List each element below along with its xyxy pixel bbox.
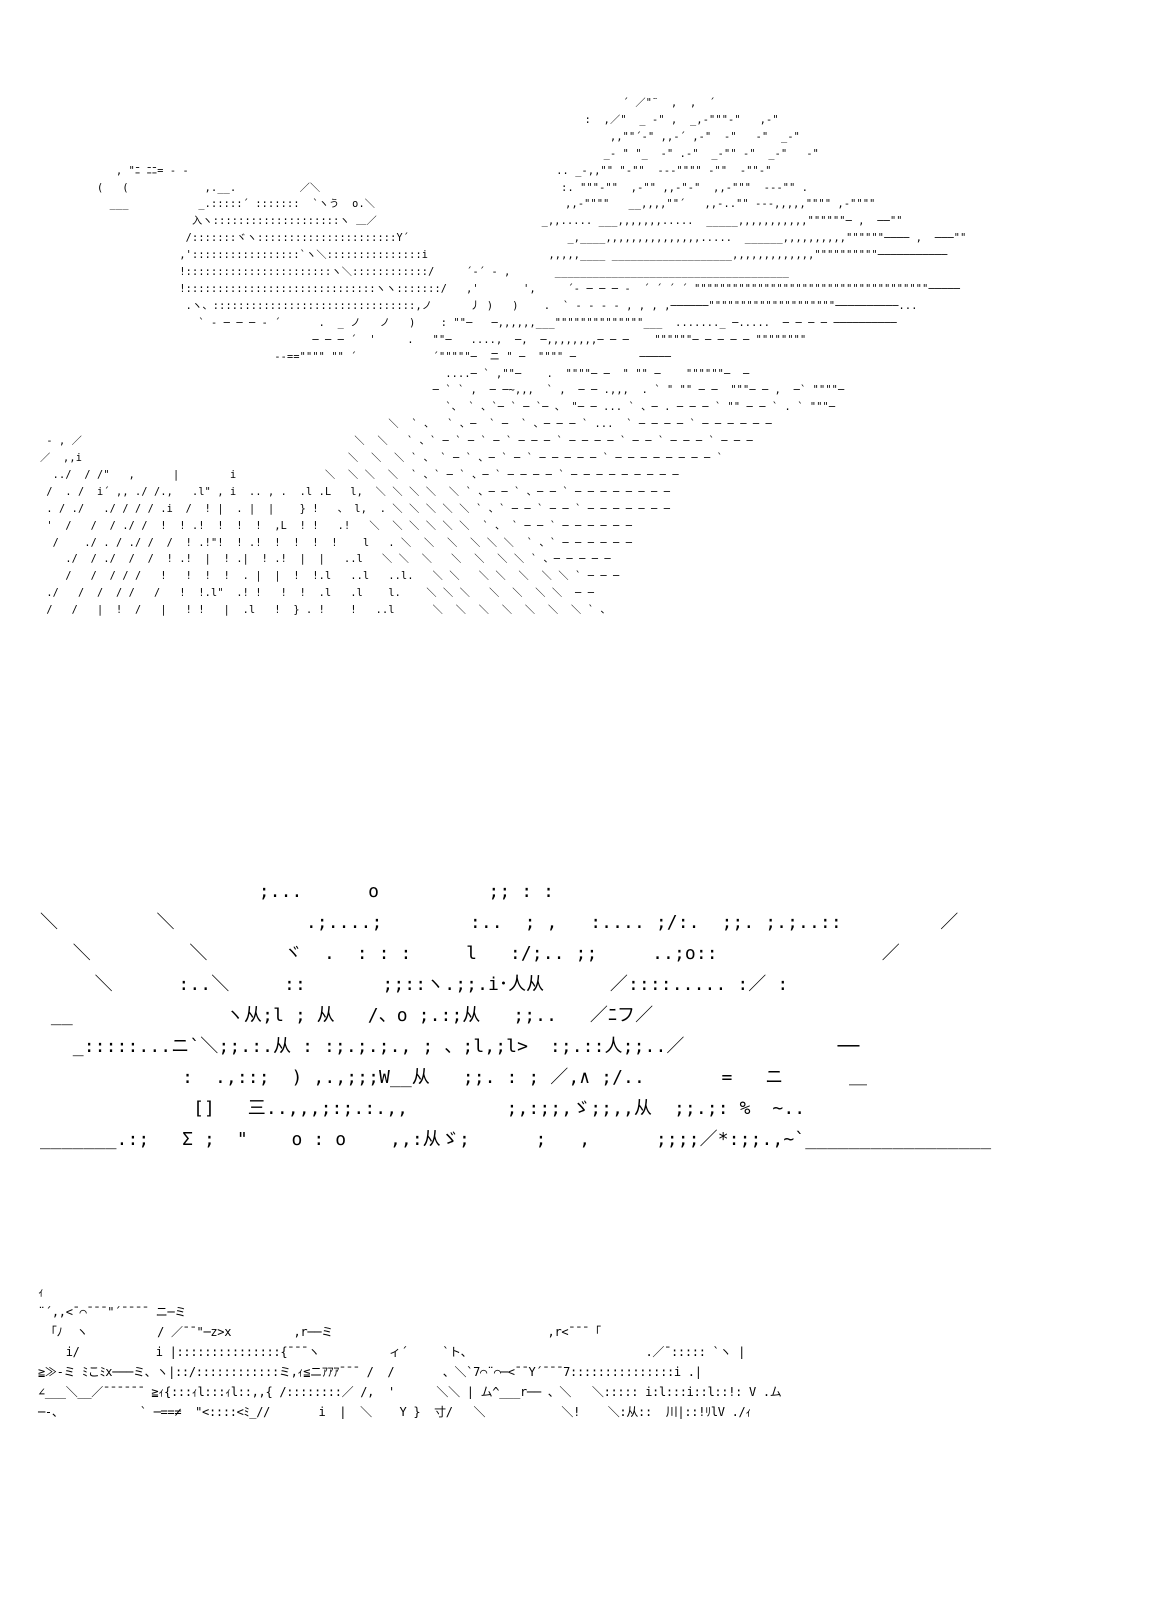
explosion-art: ;... o ;; : : ＼ ＼ .;....; :.. ; , :.... … — [40, 881, 992, 1150]
debris-strip-art: ｨ ¨´,,<¯⌒¯¯¯"´¯¯¯¯ ニ─ミ 「ﾉ ヽ / ／¯¯"─z>x ,… — [38, 1285, 782, 1419]
light-rays-moon-art: ´ ／"¨ , , ´ : ,／" _ -" , _,-"""-" ,-" — [40, 98, 967, 617]
